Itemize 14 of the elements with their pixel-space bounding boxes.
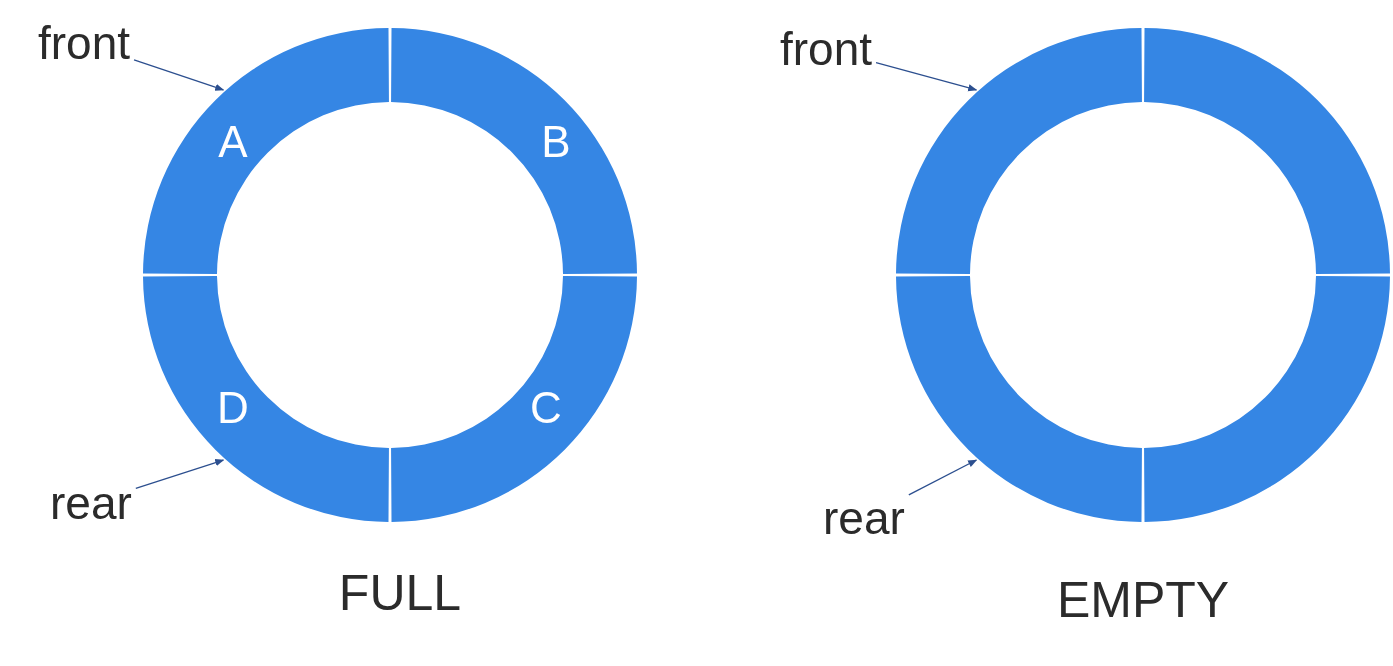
- arrow: [133, 59, 225, 91]
- callout-label: rear: [50, 480, 132, 526]
- callout-label: front: [38, 20, 131, 66]
- segment-letter: C: [530, 386, 562, 430]
- arrow: [135, 459, 225, 490]
- segment-letter: B: [541, 120, 571, 164]
- arrow: [908, 459, 978, 496]
- segment-letter: A: [218, 120, 248, 164]
- caption-label: EMPTY: [1056, 575, 1230, 625]
- callout-label: front: [780, 26, 873, 72]
- callout-label: rear: [823, 495, 905, 541]
- arrow: [875, 62, 978, 92]
- caption-label: FULL: [338, 568, 462, 618]
- segment-letter: D: [217, 386, 249, 430]
